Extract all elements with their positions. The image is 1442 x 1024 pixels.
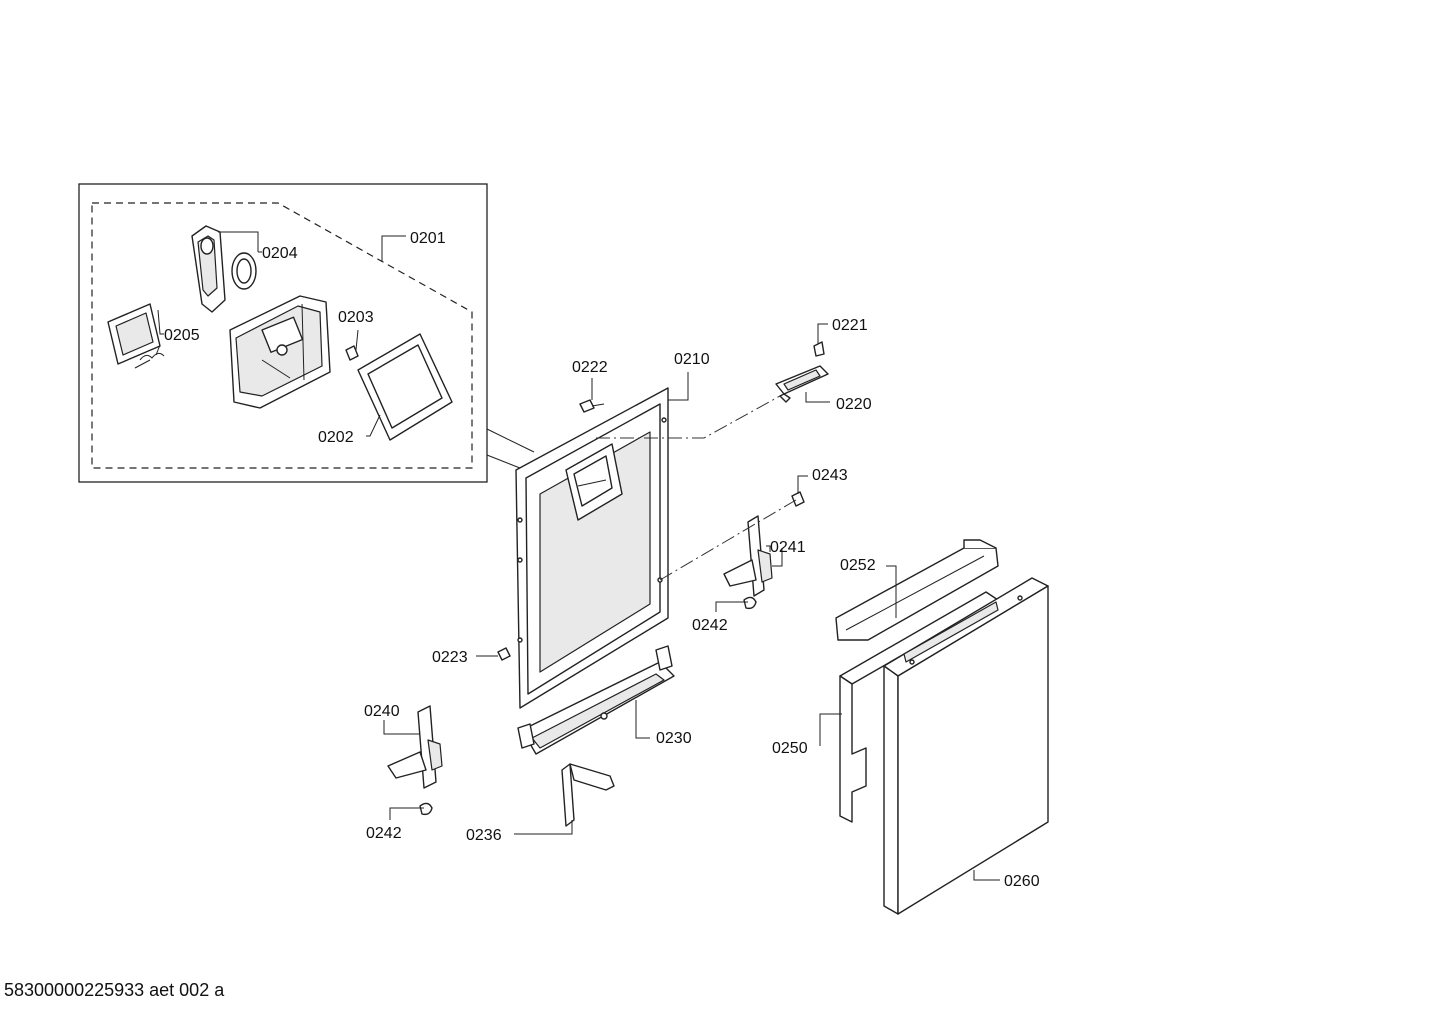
leader-0242-right xyxy=(715,601,748,612)
detail-connector-bottom xyxy=(486,454,526,471)
part-0223-screw xyxy=(497,647,511,661)
leader-0240 xyxy=(383,720,420,735)
label-0252: 0252 xyxy=(840,557,876,574)
detail-connector-top xyxy=(486,428,535,453)
part-0230-bottom-rail xyxy=(517,645,675,755)
part-0243-screw xyxy=(791,491,805,507)
label-0241: 0241 xyxy=(770,539,806,556)
leader-0260 xyxy=(973,870,1000,881)
leader-0242-left xyxy=(389,807,424,820)
detail-inset xyxy=(78,183,535,483)
assembly-boundary-dashed xyxy=(91,202,473,469)
label-0202: 0202 xyxy=(318,429,354,446)
label-0240: 0240 xyxy=(364,703,400,720)
label-0230: 0230 xyxy=(656,730,692,747)
leader-0203 xyxy=(355,329,359,351)
label-0242-right: 0242 xyxy=(692,617,728,634)
label-0243: 0243 xyxy=(812,467,848,484)
part-0205-plate xyxy=(107,303,165,369)
part-0236-bracket xyxy=(561,763,615,827)
axis-latch xyxy=(596,395,781,439)
detail-frame xyxy=(78,183,488,483)
label-0221: 0221 xyxy=(832,317,868,334)
drawing-id: 58300000225933 aet 002 a xyxy=(4,980,225,1000)
part-0242-clip-left xyxy=(419,802,433,816)
leader-0210 xyxy=(668,372,689,401)
label-0236: 0236 xyxy=(466,827,502,844)
label-0201: 0201 xyxy=(410,230,446,247)
label-0260: 0260 xyxy=(1004,873,1040,890)
label-0222: 0222 xyxy=(572,359,608,376)
part-0203-clip xyxy=(345,345,359,361)
label-0210: 0210 xyxy=(674,351,710,368)
label-0223: 0223 xyxy=(432,649,468,666)
part-0210-inner-door xyxy=(515,387,669,709)
label-0220: 0220 xyxy=(836,396,872,413)
part-0221-screw xyxy=(813,341,825,357)
leader-0221 xyxy=(817,323,828,344)
part-0242-clip-right xyxy=(743,596,757,610)
leader-0241 xyxy=(766,545,771,552)
leader-0230 xyxy=(635,700,650,739)
leader-0205 xyxy=(157,309,164,335)
part-0201-housing xyxy=(229,295,331,409)
leader-0220 xyxy=(805,392,830,403)
axis-hinge-right xyxy=(659,499,797,581)
leader-0250 xyxy=(819,713,842,746)
part-0250-side-strip xyxy=(839,591,999,823)
leader-0204 xyxy=(218,231,259,252)
part-0260-front-panel xyxy=(883,577,1049,915)
leader-0201 xyxy=(381,235,406,262)
label-0204: 0204 xyxy=(262,245,298,262)
part-0222-screw xyxy=(579,399,605,413)
part-0240-hinge xyxy=(387,705,443,789)
part-0252-top-rail xyxy=(835,539,999,641)
label-0205: 0205 xyxy=(164,327,200,344)
leader-0252 xyxy=(886,565,897,618)
leader-0243 xyxy=(797,475,808,494)
label-0203: 0203 xyxy=(338,309,374,326)
label-0242-left: 0242 xyxy=(366,825,402,842)
part-0204-lid xyxy=(191,225,257,313)
part-0220-latch xyxy=(775,365,829,403)
leader-0202 xyxy=(366,414,381,437)
label-0250: 0250 xyxy=(772,740,808,757)
leader-0236 xyxy=(514,820,573,835)
part-0202-seal xyxy=(357,333,453,441)
part-0241-hinge xyxy=(723,515,773,597)
